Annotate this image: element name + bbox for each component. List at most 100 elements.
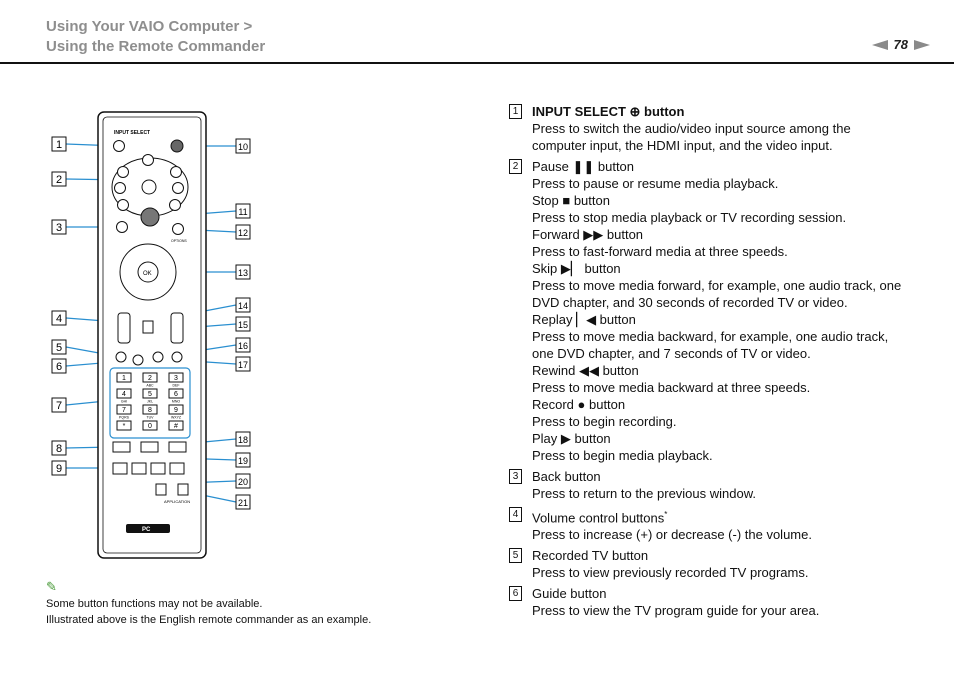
keypad-digit: 6 xyxy=(174,391,178,398)
pc-label: PC xyxy=(142,527,151,533)
skip-button-icon[interactable] xyxy=(169,199,181,211)
callout-box xyxy=(235,297,251,313)
start-button-icon[interactable] xyxy=(140,207,160,227)
previous-page-arrow-icon[interactable] xyxy=(871,39,888,50)
keypad-key[interactable] xyxy=(116,372,132,383)
input-select-button[interactable] xyxy=(113,140,125,152)
description-line: Back button xyxy=(532,469,601,484)
item-number-badge: 5 xyxy=(509,548,522,564)
keypad-key[interactable] xyxy=(168,404,184,415)
description-line: Press to fast-forward media at three spe… xyxy=(532,244,788,259)
stop-button-icon[interactable] xyxy=(170,166,182,178)
keypad-key[interactable] xyxy=(116,388,132,399)
footnote-marker: * xyxy=(664,510,668,519)
keypad-key[interactable] xyxy=(142,372,158,383)
clear-button[interactable] xyxy=(112,441,131,453)
remote-top-area: INPUT SELECT OPTIONS OK xyxy=(111,130,189,366)
dvd-menu-button-icon[interactable] xyxy=(171,351,183,363)
color-button-green[interactable] xyxy=(131,462,147,475)
remote-inner-outline xyxy=(102,116,202,554)
description-line: Forward ▶▶ button xyxy=(532,227,644,242)
callout-number: 3 xyxy=(56,222,62,234)
play-button-icon[interactable] xyxy=(141,179,157,195)
description-line: Press to view previously recorded TV pro… xyxy=(532,565,809,581)
recorded-tv-button-icon[interactable] xyxy=(115,351,127,363)
callout-box xyxy=(235,494,251,510)
keypad-key[interactable] xyxy=(142,420,158,431)
description-line: Press to move media forward, for example… xyxy=(532,278,902,293)
live-tv-button-icon[interactable] xyxy=(152,351,164,363)
description-line: Press to stop media playback or TV recor… xyxy=(532,210,847,225)
callout-box xyxy=(235,356,251,372)
back-button-icon[interactable] xyxy=(116,221,128,233)
note-line-1: Some button functions may not be availab… xyxy=(46,598,263,610)
replay-button-icon[interactable] xyxy=(117,199,129,211)
description-line: Stop ■ button xyxy=(532,193,610,208)
callout-number: 6 xyxy=(56,361,62,373)
pencil-note-icon: ✎ xyxy=(46,579,57,594)
mute-button[interactable] xyxy=(142,320,154,334)
callout-number: 7 xyxy=(56,400,62,412)
description-line: Press to pause or resume media playback. xyxy=(532,176,779,191)
item-number-badge: 6 xyxy=(509,586,522,602)
keypad-letters: TUV xyxy=(147,416,155,420)
callout-number: 9 xyxy=(56,463,62,475)
callout-box xyxy=(235,224,251,240)
color-button-yellow[interactable] xyxy=(150,462,166,475)
keypad-digit: 3 xyxy=(174,375,178,382)
description-line: one DVD chapter, and 7 seconds of TV or … xyxy=(532,346,811,361)
enter-button[interactable] xyxy=(168,441,187,453)
options-button-icon[interactable] xyxy=(172,223,184,235)
volume-rocker[interactable] xyxy=(117,312,131,344)
keypad-key[interactable] xyxy=(116,420,132,431)
mail-button[interactable] xyxy=(140,441,159,453)
keypad-digit: * xyxy=(123,423,126,430)
callout-number: 10 xyxy=(238,142,248,152)
callout-box xyxy=(51,171,67,187)
keypad-key[interactable] xyxy=(168,388,184,399)
callout-box xyxy=(235,203,251,219)
description-line: Press to view the TV program guide for y… xyxy=(532,603,820,619)
item-number-badge: 2 xyxy=(509,159,522,174)
keypad-digit: 0 xyxy=(148,423,152,430)
pc-mode-switch[interactable] xyxy=(126,524,170,533)
pause-button-icon[interactable] xyxy=(142,154,154,166)
teletext-button[interactable] xyxy=(155,483,167,496)
callout-box xyxy=(51,358,67,374)
forward-button-icon[interactable] xyxy=(172,182,184,194)
rewind-button-icon[interactable] xyxy=(114,182,126,194)
description-line: Volume control buttons* xyxy=(532,510,668,526)
item-number-badge: 1 xyxy=(509,104,522,119)
callout-box xyxy=(235,264,251,280)
header-rule xyxy=(0,62,954,64)
callout-number: 19 xyxy=(238,456,248,466)
callout-number: 11 xyxy=(238,207,247,217)
application-button[interactable] xyxy=(177,483,189,496)
keypad-key[interactable] xyxy=(168,372,184,383)
color-button-blue[interactable] xyxy=(169,462,185,475)
channel-rocker[interactable] xyxy=(170,312,184,344)
record-button-icon[interactable] xyxy=(117,166,129,178)
keypad-digit: 1 xyxy=(122,375,126,382)
callout-number: 4 xyxy=(56,313,62,325)
keypad-key[interactable] xyxy=(168,420,184,431)
callout-number: 16 xyxy=(238,341,248,351)
callout-number: 15 xyxy=(238,320,248,330)
description-line: INPUT SELECT ⊕ button xyxy=(532,104,685,119)
keypad-letters: MNO xyxy=(172,400,180,404)
header-title-line2: Using the Remote Commander xyxy=(46,38,266,55)
keypad-key[interactable] xyxy=(116,404,132,415)
windows-media-button-icon[interactable] xyxy=(170,139,184,153)
color-button-red[interactable] xyxy=(112,462,128,475)
keypad-key[interactable] xyxy=(142,388,158,399)
next-page-arrow-icon[interactable] xyxy=(914,39,930,50)
guide-button-icon[interactable] xyxy=(132,354,144,366)
ok-button[interactable] xyxy=(137,261,159,283)
keypad-key[interactable] xyxy=(142,404,158,415)
item-number-badge: 3 xyxy=(509,469,522,484)
